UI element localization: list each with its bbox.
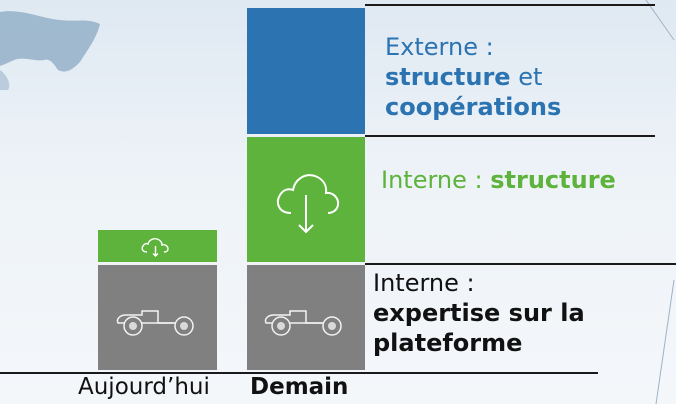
today-platform-block [98,265,217,370]
external-label-line3: coopérations [385,93,562,121]
cloud-download-icon [141,238,169,257]
tomorrow-structure-block [247,137,365,262]
internal-structure-label: Interne : structure [381,166,616,194]
platform-top-line [365,263,676,265]
today-column-label: Aujourd’hui [78,374,210,400]
external-label: Externe : structure et coopérations [385,32,561,122]
external-label-line2: structure et [385,63,543,91]
internal-expertise-line1: Interne : [373,269,475,297]
tomorrow-external-block [247,8,365,134]
today-structure-block [98,230,217,262]
internal-expertise-line3: plateforme [373,329,523,357]
car-chassis-icon [264,310,342,336]
tomorrow-platform-block [247,265,365,370]
cloud-download-icon [276,174,340,234]
structure-top-line [365,135,655,137]
tomorrow-column-label: Demain [250,374,349,400]
decorative-lines [645,0,675,404]
internal-expertise-label: Interne : expertise sur la plateforme [373,268,585,358]
decorative-map-shape [0,11,100,90]
internal-expertise-line2: expertise sur la [373,299,585,327]
baseline-line [0,372,598,374]
external-top-line [365,4,655,6]
car-chassis-icon [116,310,194,336]
external-label-line1: Externe : [385,33,494,61]
